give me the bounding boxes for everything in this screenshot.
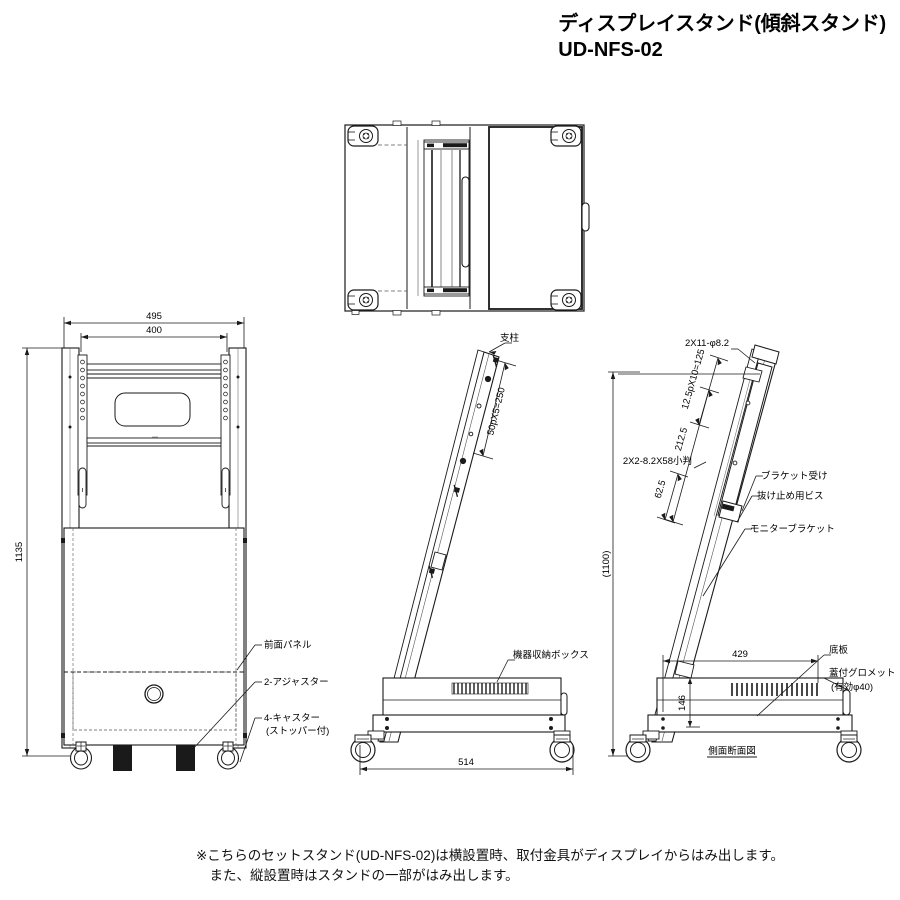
caster-bottom-left xyxy=(347,289,379,311)
label-equipment-box-text: 機器収納ボックス xyxy=(513,649,589,661)
footer-note-line2: また、縦設置時はスタンドの一部がはみ出します。 xyxy=(196,868,519,884)
caster-top-right xyxy=(550,125,582,147)
side-elevation-view: 支柱 50pX5=250 xyxy=(350,332,589,775)
dim-base-width-429: 429 xyxy=(662,649,819,712)
label-grommet: 蓋付グロメット (有効φ40) xyxy=(823,667,896,693)
footer-note-line1: ※こちらのセットスタンド(UD-NFS-02)は横設置時、取付金具がディスプレイ… xyxy=(196,848,785,863)
label-bottom-plate: 底板 xyxy=(756,644,849,717)
model-number: UD-NFS-02 xyxy=(558,38,663,61)
dim-base-depth: 514 xyxy=(359,745,574,775)
label-stopper-screw: 抜け止め用ビス xyxy=(736,490,824,523)
front-elevation-view: 495 400 1135 xyxy=(14,311,329,771)
label-hole-spec-top: 2X11-φ8.2 xyxy=(685,338,756,364)
caster-section-left xyxy=(625,734,651,763)
dim-1135-text: 1135 xyxy=(14,542,25,562)
page-title: ディスプレイスタンド(傾斜スタンド) xyxy=(558,13,886,35)
label-front-panel-text: 前面パネル xyxy=(264,639,312,651)
adjuster-right xyxy=(176,745,195,771)
label-stopper-screw-text: 抜け止め用ビス xyxy=(757,490,824,502)
label-front-panel: 前面パネル xyxy=(236,639,312,671)
label-bracket-receiver-text: ブラケット受け xyxy=(761,470,828,482)
label-bottom-plate-text: 底板 xyxy=(829,644,849,656)
dim-62-text: 62.5 xyxy=(653,479,669,500)
dim-inner-width: 400 xyxy=(80,325,228,352)
label-pillar-text: 支柱 xyxy=(500,332,520,344)
side-section-view: 2X11-φ8.2 12.5pX10=125 212.5 xyxy=(601,338,896,763)
label-pillar: 支柱 xyxy=(488,332,520,355)
label-caster-text: 4-キャスター xyxy=(264,713,320,724)
footer-note: ※こちらのセットスタンド(UD-NFS-02)は横設置時、取付金具がディスプレイ… xyxy=(196,846,784,887)
dim-212-text: 212.5 xyxy=(673,426,690,452)
label-hole-spec-low: 2X2-8.2X58小判 xyxy=(623,455,707,469)
label-equipment-box: 機器収納ボックス xyxy=(496,649,589,683)
label-monitor-bracket: モニターブラケット xyxy=(702,523,835,597)
dim-height-ref: (1100) xyxy=(601,371,640,757)
caster-top-left xyxy=(347,125,379,147)
caster-section-right xyxy=(836,734,862,763)
dim-400-text: 400 xyxy=(146,325,162,336)
dim-146-text: 146 xyxy=(677,695,688,711)
top-plan-view xyxy=(344,120,590,316)
label-grommet-sub-text: (有効φ40) xyxy=(831,681,873,693)
section-vents xyxy=(731,683,818,696)
dim-125-text: 12.5pX10=125 xyxy=(680,348,708,411)
label-hole-spec-low-text: 2X2-8.2X58小判 xyxy=(623,455,692,467)
label-hole-spec-top-text: 2X11-φ8.2 xyxy=(685,338,729,349)
dim-429-text: 429 xyxy=(732,649,748,660)
equipment-box-vents xyxy=(451,682,529,695)
dim-base-height-146: 146 xyxy=(677,677,700,728)
dim-1100-text: (1100) xyxy=(601,551,612,578)
section-caption: 側面断面図 xyxy=(707,745,757,758)
label-adjuster-text: 2-アジャスター xyxy=(264,677,329,688)
label-monitor-bracket-text: モニターブラケット xyxy=(750,523,835,535)
caster-bottom-right xyxy=(550,289,582,311)
label-caster: 4-キャスター (ストッパー付) xyxy=(239,713,329,763)
dim-495-text: 495 xyxy=(146,311,162,322)
right-rail-holes xyxy=(223,359,228,421)
dim-length-62: 62.5 xyxy=(653,470,689,524)
label-caster-sub-text: (ストッパー付) xyxy=(266,726,329,737)
dim-overall-width: 495 xyxy=(63,311,245,348)
label-grommet-text: 蓋付グロメット xyxy=(829,667,896,679)
label-bracket-receiver: ブラケット受け xyxy=(741,470,828,512)
label-adjuster: 2-アジャスター xyxy=(191,677,329,751)
dim-514-text: 514 xyxy=(458,757,474,768)
caster-side-right xyxy=(549,734,575,763)
pillar-holes xyxy=(459,375,492,465)
left-rail-holes xyxy=(80,359,85,421)
caster-side-left xyxy=(350,734,376,763)
adjuster-left xyxy=(113,745,132,771)
section-caption-text: 側面断面図 xyxy=(708,745,756,757)
title-block: ディスプレイスタンド(傾斜スタンド) UD-NFS-02 xyxy=(558,12,886,63)
